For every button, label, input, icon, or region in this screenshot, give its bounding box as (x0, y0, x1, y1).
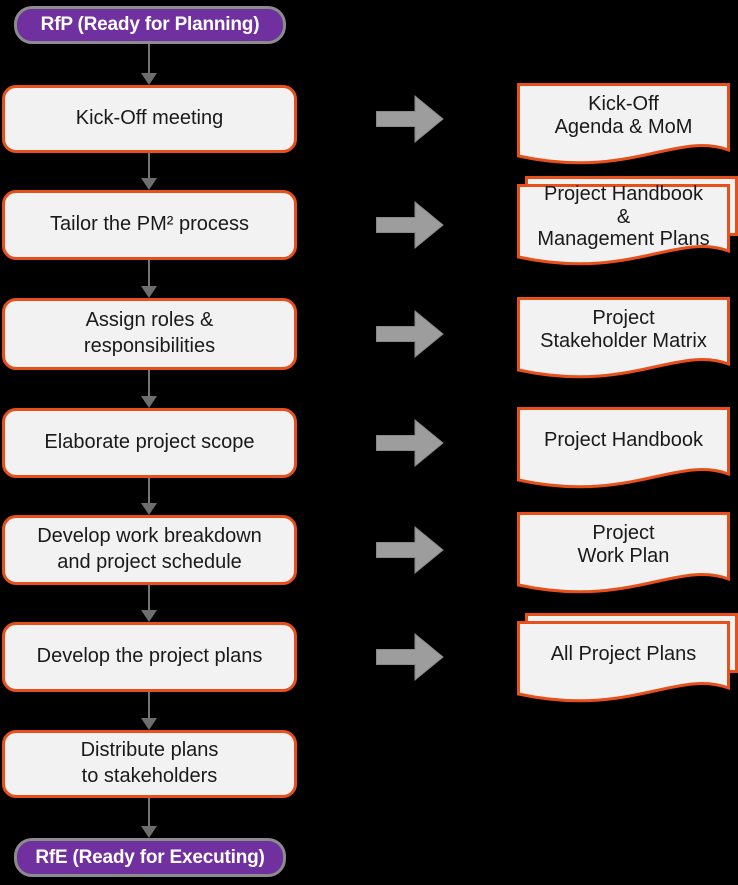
document-shape (517, 407, 730, 489)
down-arrow-icon (141, 798, 157, 838)
artifact-project-handbook-management-plans: Project Handbook & Management Plans (517, 176, 738, 272)
artifact-label: Project Work Plan (577, 522, 670, 567)
step-distribute-plans-stakeholders: Distribute plans to stakeholders (2, 730, 297, 798)
step-assign-roles-responsibilities: Assign roles & responsibilities (2, 298, 297, 370)
right-block-arrow-icon (376, 201, 444, 249)
step-label: Kick-Off meeting (75, 107, 224, 130)
gate-rfe: RfE (Ready for Executing) (14, 838, 286, 877)
document-shape (517, 297, 730, 379)
artifact-all-project-plans: All Project Plans (517, 613, 738, 709)
document-shape (517, 184, 730, 266)
document-shape (517, 83, 730, 165)
document-shape (517, 512, 730, 594)
down-arrow-icon (141, 153, 157, 190)
gate-rfe-label: RfE (Ready for Executing) (35, 846, 265, 868)
gate-rfp: RfP (Ready for Planning) (14, 6, 286, 44)
artifact-label: All Project Plans (550, 642, 697, 665)
step-label: Tailor the PM² process (50, 213, 249, 236)
step-elaborate-project-scope: Elaborate project scope (2, 408, 297, 478)
step-label: Assign roles & responsibilities (83, 309, 216, 357)
artifact-kick-off-agenda-mom: Kick-Off Agenda & MoM (517, 83, 730, 171)
right-block-arrow-icon (376, 419, 444, 467)
step-label: Distribute plans to stakeholders (80, 739, 219, 787)
down-arrow-icon (141, 44, 157, 85)
document-shape (517, 621, 730, 703)
step-label: Develop the project plans (36, 645, 263, 668)
gate-rfp-label: RfP (Ready for Planning) (40, 14, 260, 35)
artifact-label: Project Handbook (544, 428, 703, 451)
artifact-label: Project Stakeholder Matrix (540, 307, 707, 352)
step-develop-project-plans: Develop the project plans (2, 622, 297, 692)
down-arrow-icon (141, 585, 157, 622)
artifact-project-stakeholder-matrix: Project Stakeholder Matrix (517, 297, 730, 385)
down-arrow-icon (141, 370, 157, 408)
right-block-arrow-icon (376, 310, 444, 358)
artifact-project-work-plan: Project Work Plan (517, 512, 730, 600)
step-label: Elaborate project scope (44, 431, 255, 454)
right-block-arrow-icon (376, 95, 444, 143)
step-label: Develop work breakdown and project sched… (37, 525, 262, 573)
artifact-project-handbook: Project Handbook (517, 407, 730, 495)
down-arrow-icon (141, 692, 157, 730)
step-kick-off-meeting: Kick-Off meeting (2, 85, 297, 153)
down-arrow-icon (141, 260, 157, 298)
step-develop-work-breakdown-schedule: Develop work breakdown and project sched… (2, 515, 297, 585)
step-tailor-pm2-process: Tailor the PM² process (2, 190, 297, 260)
right-block-arrow-icon (376, 633, 444, 681)
artifact-label: Kick-Off Agenda & MoM (554, 93, 693, 138)
right-block-arrow-icon (376, 526, 444, 574)
down-arrow-icon (141, 478, 157, 515)
artifact-label: Project Handbook & Management Plans (537, 182, 710, 251)
